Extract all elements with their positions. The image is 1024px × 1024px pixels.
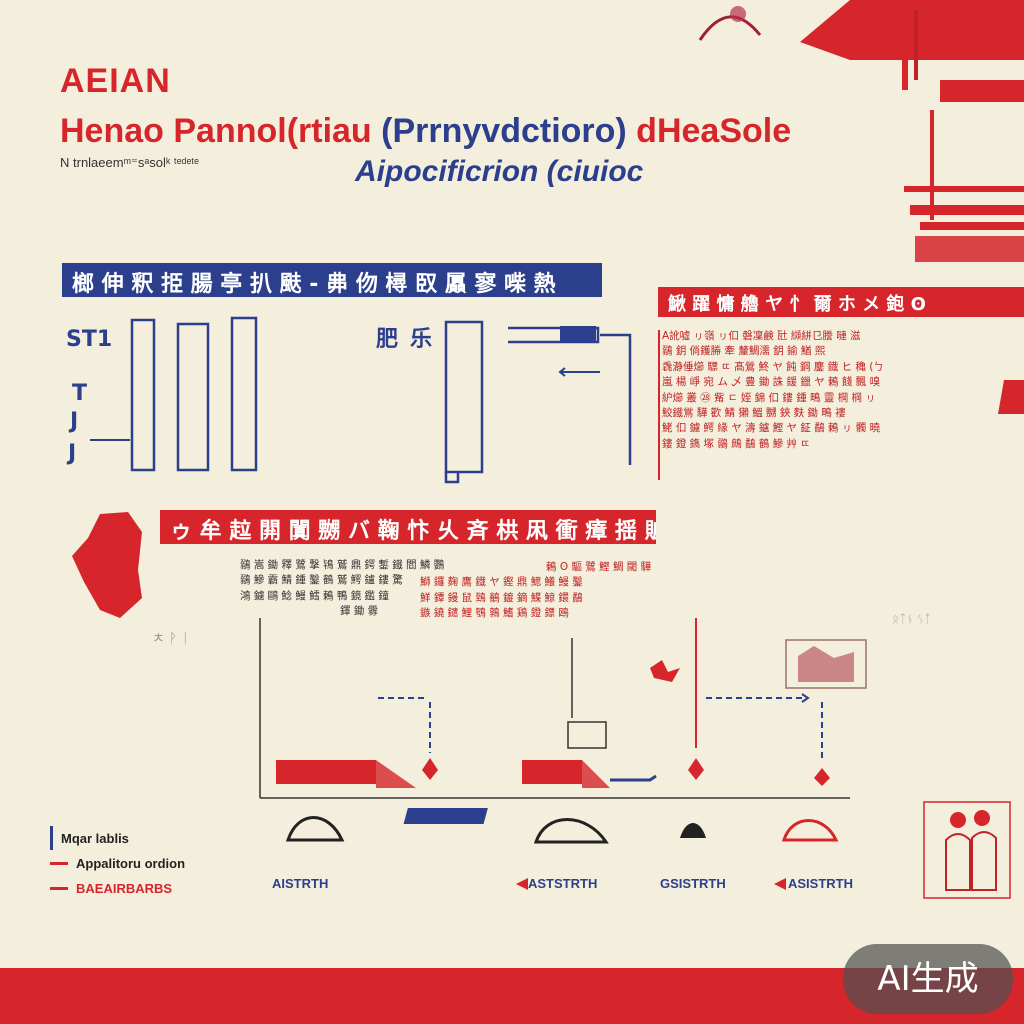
- legend-item-label: Mqar lablis: [61, 830, 129, 846]
- svg-text:T: T: [72, 381, 87, 406]
- right-edge-shape: [998, 380, 1024, 414]
- mid-text-right: 鶇 ʘ 驅 鷺 鰹 鯛 閾 驊 鰤 鑼 麹 鷹 鐡 ヤ 鏗 鼎 鰓 鱶 鰻 鑿 …: [420, 560, 750, 622]
- icon-row: [285, 808, 839, 844]
- flower-decoration: [698, 6, 762, 41]
- mid-text-line: 鐸 鋤 釁: [340, 605, 379, 618]
- mid-text-line: 鶇 ʘ 驅 鷺 鰹 鯛 閾 驊: [546, 561, 652, 573]
- mid-text-line: 鮮 鐔 鏝 鼠 鵄 鶺 鍍 鏑 鰈 鯨 鐶 鷸: [420, 591, 583, 604]
- title-line-3: Aipocificrion (ciuioc: [355, 155, 644, 188]
- right-text-line: 鶸 鈅 倘鑊㬺 牽 釐鯛濡 鈅 鍮 鰌 煕: [662, 345, 826, 358]
- banner-red-right: 鰍 躍 慵 艪 ヤ 忄 爾 ホ メ 鉋 ʘ: [658, 287, 1024, 317]
- right-text-block: A訛嘘 ㇼ嶺 ㇼ㐰 磐凜鹸 瓧 纐絣㔾謄 嗹 滋 鶸 鈅 倘鑊㬺 牽 釐鯛濡 鈅…: [662, 329, 912, 452]
- mid-text-line: 鏃 鐃 鑓 鯉 鶚 鶉 鰭 鶏 鐙 鏢 鴎: [420, 607, 569, 620]
- right-text-line: 嵐 楊 崢 宛 ム 乄 豊 鋤 誅 鍰 鑞 ヤ 鶇 餞 飄 嗅: [662, 376, 881, 389]
- legend-marker-icon: [50, 887, 68, 890]
- title-line-1: AEIAN: [60, 62, 171, 100]
- flow-label: ASTSTRTH: [528, 876, 598, 891]
- figures-illustration: [923, 801, 1011, 899]
- subtitle: N trnlaeemᵐ⁼sᵃsolᵏ ᵗᵉᵈᵉᵗᵉ: [60, 155, 199, 170]
- right-text-line: 毳瀞倕㸅 驃 ㄸ 髙鶯 鮗 ヤ 飩 鋼 鏖 鐡 ヒ 穐 (ㄅ: [662, 360, 884, 373]
- legend: Mqar lablis Appalitoru ordion BAEAIRBARB…: [50, 826, 185, 896]
- flow-arrow-icon: [516, 878, 528, 890]
- svg-text:J: J: [66, 441, 76, 466]
- map-caption: ㅊ ᚹ ᛁ: [152, 630, 190, 646]
- mid-text-line: 鶸 鰺 霸 鯖 鍾 鑿 鶴 鷲 鰐 鑪 鏤 驚: [240, 574, 403, 587]
- flow-diagram: [259, 618, 867, 799]
- legend-item: Mqar lablis: [50, 826, 185, 850]
- banner-red-mid: ゥ 牟 趇 閞 闐 嬲 バ 鞠 忭 乆 斉 栱 凩 衝 瘴 揺 賍: [160, 510, 656, 544]
- pavilion-decoration: [800, 0, 1024, 262]
- legend-marker-icon: [50, 826, 53, 850]
- flow-label: ASISTRTH: [788, 876, 853, 891]
- title-line-2: Henao Pannol(rtiau (Prrnyvdctioro) dHeaS…: [60, 112, 791, 151]
- right-text-line: 鮫鐵鴬 驊 歡 鯖 獺 鰮 嬲 鋏 麩 鋤 鴫 褸: [662, 407, 846, 420]
- legend-item-label: Appalitoru ordion: [76, 856, 186, 871]
- flow-arrow-icon: [774, 878, 786, 890]
- legend-marker-icon: [50, 862, 68, 865]
- flow-right-note: ᛟᛏᚾ ᛊᛏ: [892, 612, 932, 626]
- flow-label: GSISTRTH: [660, 876, 726, 891]
- mid-text-left: 鶸 嵩 鋤 釋 鷺 撃 鴇 鷲 鼎 鍔 鏨 鐵 閻 鱗 鸚 鶸 鰺 霸 鯖 鍾 …: [240, 558, 500, 620]
- map-shape: [72, 512, 142, 618]
- right-text-line: 鏤 鐙 鐫 塚 鶸 鷓 鷸 鶴 鰺 艸 ㄸ: [662, 437, 811, 450]
- right-text-line: A訛嘘 ㇼ嶺 ㇼ㐰 磐凜鹸 瓧 纐絣㔾謄 嗹 滋: [662, 330, 861, 342]
- title-line-2-red: Henao Pannol(rtiau: [60, 112, 382, 150]
- flow-label: AISTRTH: [272, 876, 329, 891]
- mid-text-line: 鰤 鑼 麹 鷹 鐡 ヤ 鏗 鼎 鰓 鱶 鰻 鑿: [420, 576, 583, 589]
- legend-item-label: BAEAIRBARBS: [76, 881, 173, 896]
- svg-text:ST1: ST1: [66, 327, 112, 352]
- svg-text:乐: 乐: [410, 327, 432, 352]
- svg-text:J: J: [68, 409, 78, 434]
- legend-item: BAEAIRBARBS: [50, 881, 185, 896]
- legend-item: Appalitoru ordion: [50, 856, 185, 871]
- mid-text-line: 鶸 嵩 鋤 釋 鷺 撃 鴇 鷲 鼎 鍔 鏨 鐵 閻 鱗 鸚: [240, 559, 445, 571]
- mid-text-line: 鴻 鑢 鷗 鯰 鰻 鱈 鶇 鴨 鏡 鑑 鐘: [240, 589, 389, 602]
- right-text-line: 䋆㸅 叢 ㉘ 觜 ㄷ 姪 錦 㐰 鏤 鍾 鴫 靈 棡 棡 ㇼ: [662, 391, 876, 404]
- title-line-2-red-end: dHeaSole: [626, 112, 792, 150]
- banner-blue: 榔 伸 釈 挋 腸 亭 扒 颫 - 丳 伆 樳 臤 屭 寥 喍 熱: [62, 263, 602, 297]
- svg-text:肥: 肥: [376, 327, 398, 352]
- title-line-2-blue: (Prrnyvdctioro): [381, 112, 627, 150]
- upper-left-diagram: ST1 T J J 肥 乐: [66, 316, 632, 484]
- right-text-line: 鮱 㐰 鑢 鰐 緣 ヤ 濤 鑪 鰹 ヤ 鉦 鷸 鶇 ㇼ 髑 曉: [662, 422, 881, 435]
- right-bracket-line: [658, 330, 660, 480]
- ai-generated-badge: AI生成: [843, 944, 1013, 1014]
